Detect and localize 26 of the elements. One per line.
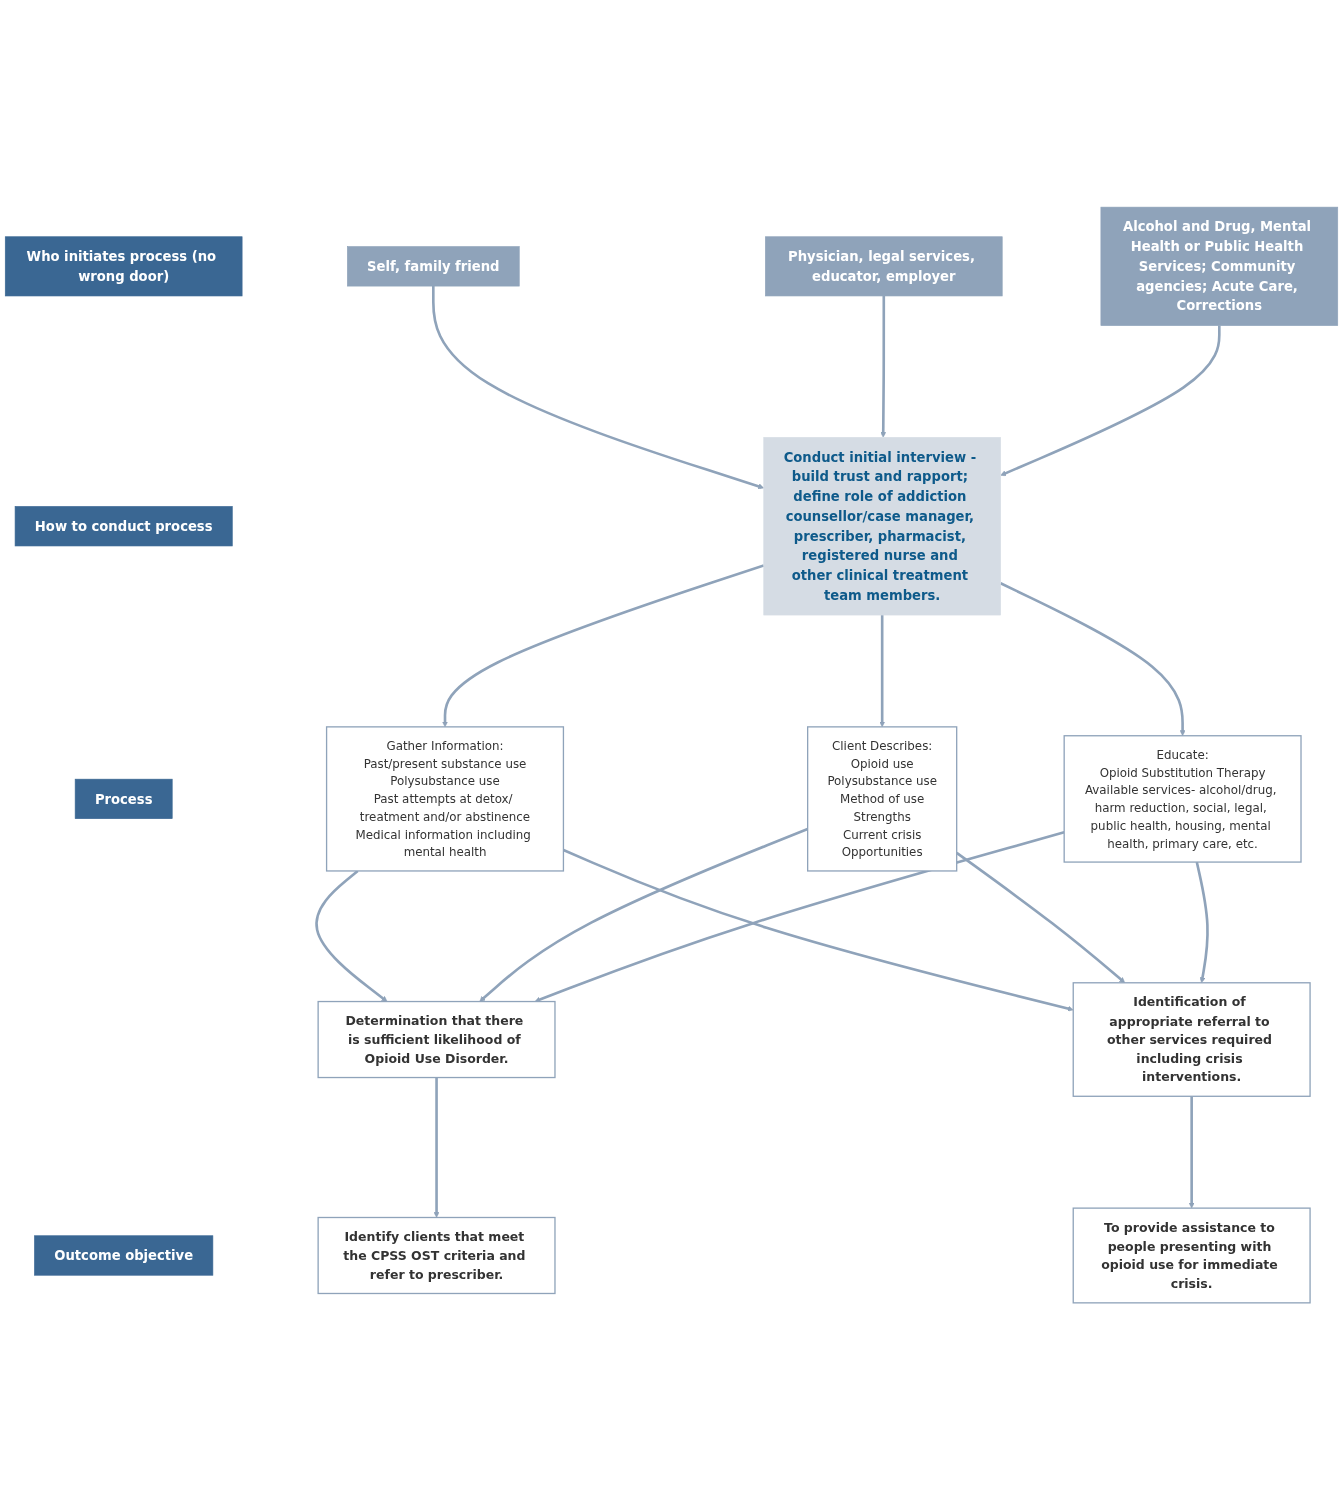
node-box: Physician, legal services, educator, employer	[765, 236, 1003, 297]
arrow	[433, 1077, 440, 1218]
node-box: Process	[74, 778, 173, 819]
arrow	[315, 869, 388, 1002]
node-box: Conduct initial interview - build trust and rapport; define role of addiction counsellor/case manager, prescriber, pharmacist, registered nurse and other clinical treatment team members.	[763, 437, 1001, 616]
node-box: Self, family friend	[347, 246, 520, 287]
node-box: Determination that there is sufficient likelihood of Opioid Use Disorder.	[317, 1000, 556, 1079]
node-box: Educate: Opioid Substitution Therapy Available services- alcohol/drug, harm reduction, social, legal, public health, housing, mental health, primary care, etc.	[1063, 735, 1302, 863]
arrow	[1000, 325, 1221, 476]
arrow	[442, 564, 765, 728]
arrow	[432, 286, 764, 490]
arrow	[534, 831, 1065, 1003]
node-box: Client Describes: Opioid use Polysubstance use Method of use Strengths Current crisis Opportunities	[807, 726, 958, 872]
node-box: Identify clients that meet the CPSS OST criteria and refer to prescriber.	[317, 1216, 556, 1295]
arrow	[880, 295, 887, 438]
node-box: To provide assistance to people presenting with opioid use for immediate crisis.	[1072, 1207, 1311, 1304]
arrow	[1188, 1096, 1195, 1209]
node-box: How to conduct process	[14, 506, 233, 547]
node-box: Alcohol and Drug, Mental Health or Public Health Services; Community agencies; Acute Care, Corrections	[1100, 206, 1339, 326]
arrow	[879, 615, 886, 728]
arrow	[1195, 861, 1209, 984]
node-box: Gather Information: Past/present substance use Polysubstance use Past attempts at detox/ treatment and/or abstinence Medical information including mental health	[325, 726, 565, 872]
node-box: Outcome objective	[34, 1235, 214, 1276]
node-box: Who initiates process (no wrong door)	[4, 236, 243, 297]
arrow	[1000, 582, 1186, 736]
node-box: Identification of appropriate referral to other services required including crisis interventions.	[1072, 982, 1311, 1097]
